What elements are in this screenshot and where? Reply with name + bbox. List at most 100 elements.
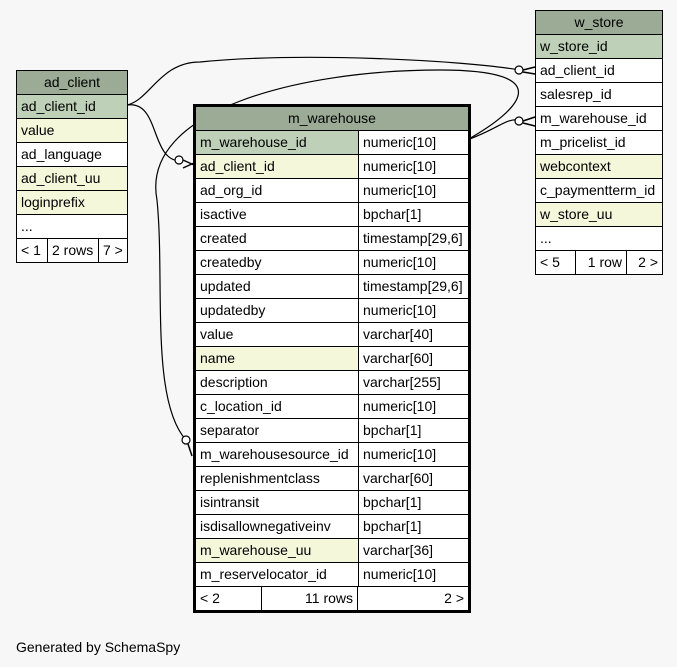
column-name: ... (21, 218, 33, 234)
column-name: description (200, 374, 268, 390)
table-row[interactable]: m_pricelist_id (536, 131, 662, 155)
table-row[interactable]: ... (17, 215, 127, 239)
column-name: w_store_uu (536, 203, 662, 226)
column-type: bpchar[1] (358, 419, 468, 442)
column-name: m_reservelocator_id (200, 566, 327, 582)
table-row[interactable]: webcontext (536, 155, 662, 179)
column-type: numeric[10] (358, 299, 468, 322)
table-row[interactable]: isintransit bpchar[1] (196, 491, 468, 515)
column-name: created (200, 230, 247, 246)
table-row[interactable]: ad_client_uu (17, 167, 127, 191)
table-title: ad_client (17, 71, 127, 95)
table-title: w_store (536, 11, 662, 35)
table-row[interactable]: description varchar[255] (196, 371, 468, 395)
column-name: value (17, 119, 127, 142)
column-name: m_warehousesource_id (200, 446, 349, 462)
column-name: ... (540, 230, 552, 246)
column-type: timestamp[29,6] (358, 227, 468, 250)
fk-circle-icon (174, 155, 184, 165)
link-client-store (126, 56, 521, 106)
crowfoot-icon (522, 116, 536, 127)
table-row[interactable]: w_store_id (536, 35, 662, 59)
column-type: varchar[255] (358, 371, 468, 394)
column-type: numeric[10] (358, 155, 468, 178)
footer-rows: 11 rows (261, 587, 357, 610)
footer-parents[interactable]: < 1 (21, 242, 41, 258)
column-name: m_pricelist_id (540, 134, 626, 150)
crowfoot-icon (187, 443, 193, 457)
table-row[interactable]: value varchar[40] (196, 323, 468, 347)
crowfoot-icon (182, 159, 195, 169)
table-row[interactable]: m_warehouse_id (536, 107, 662, 131)
table-row[interactable]: created timestamp[29,6] (196, 227, 468, 251)
column-type: numeric[10] (358, 179, 468, 202)
column-name: updated (200, 278, 251, 294)
table-row[interactable]: loginprefix (17, 191, 127, 215)
footer-children[interactable]: 2 > (357, 587, 468, 610)
column-name: isintransit (200, 494, 260, 510)
column-name: c_location_id (200, 398, 282, 414)
column-type: bpchar[1] (358, 491, 468, 514)
column-name: value (200, 326, 234, 342)
footer-rows: 2 rows (47, 239, 98, 262)
table-footer: < 2 11 rows 2 > (196, 587, 468, 610)
column-name: w_store_id (536, 35, 662, 58)
table-row[interactable]: c_paymentterm_id (536, 179, 662, 203)
fk-circle-icon (181, 435, 191, 445)
column-name: salesrep_id (540, 86, 612, 102)
column-name: loginprefix (17, 191, 127, 214)
table-row[interactable]: value (17, 119, 127, 143)
table-row[interactable]: ad_client_id (17, 95, 127, 119)
column-type: varchar[60] (358, 467, 468, 490)
column-name: ad_org_id (200, 182, 263, 198)
table-row[interactable]: ad_org_id numeric[10] (196, 179, 468, 203)
footer-children[interactable]: 2 > (626, 251, 662, 274)
column-name: isactive (200, 206, 247, 222)
fk-circle-icon (514, 116, 524, 126)
crowfoot-icon (522, 66, 536, 75)
column-name: m_warehouse_uu (196, 539, 358, 562)
column-type: bpchar[1] (358, 515, 468, 538)
link-warehouse-self (155, 69, 519, 441)
fk-circle-icon (514, 65, 524, 75)
link-client-warehouse (126, 104, 181, 162)
table-row[interactable]: ad_client_id (536, 59, 662, 83)
table-row[interactable]: salesrep_id (536, 83, 662, 107)
column-name: m_warehouse_id (196, 131, 358, 154)
column-name: webcontext (536, 155, 662, 178)
table-row[interactable]: updated timestamp[29,6] (196, 275, 468, 299)
column-name: m_warehouse_id (540, 110, 647, 126)
footer-parents[interactable]: < 5 (540, 254, 560, 270)
footer-children[interactable]: 7 > (98, 239, 127, 262)
table-row[interactable]: w_store_uu (536, 203, 662, 227)
column-type: timestamp[29,6] (358, 275, 468, 298)
table-row[interactable]: ad_language (17, 143, 127, 167)
column-name: name (196, 347, 358, 370)
column-name: createdby (200, 254, 262, 270)
table-footer: < 1 2 rows 7 > (17, 239, 127, 262)
column-type: numeric[10] (358, 131, 468, 154)
footer-parents[interactable]: < 2 (200, 590, 220, 606)
table-row[interactable]: ... (536, 227, 662, 251)
column-name: ad_client_id (196, 155, 358, 178)
column-type: varchar[40] (358, 323, 468, 346)
